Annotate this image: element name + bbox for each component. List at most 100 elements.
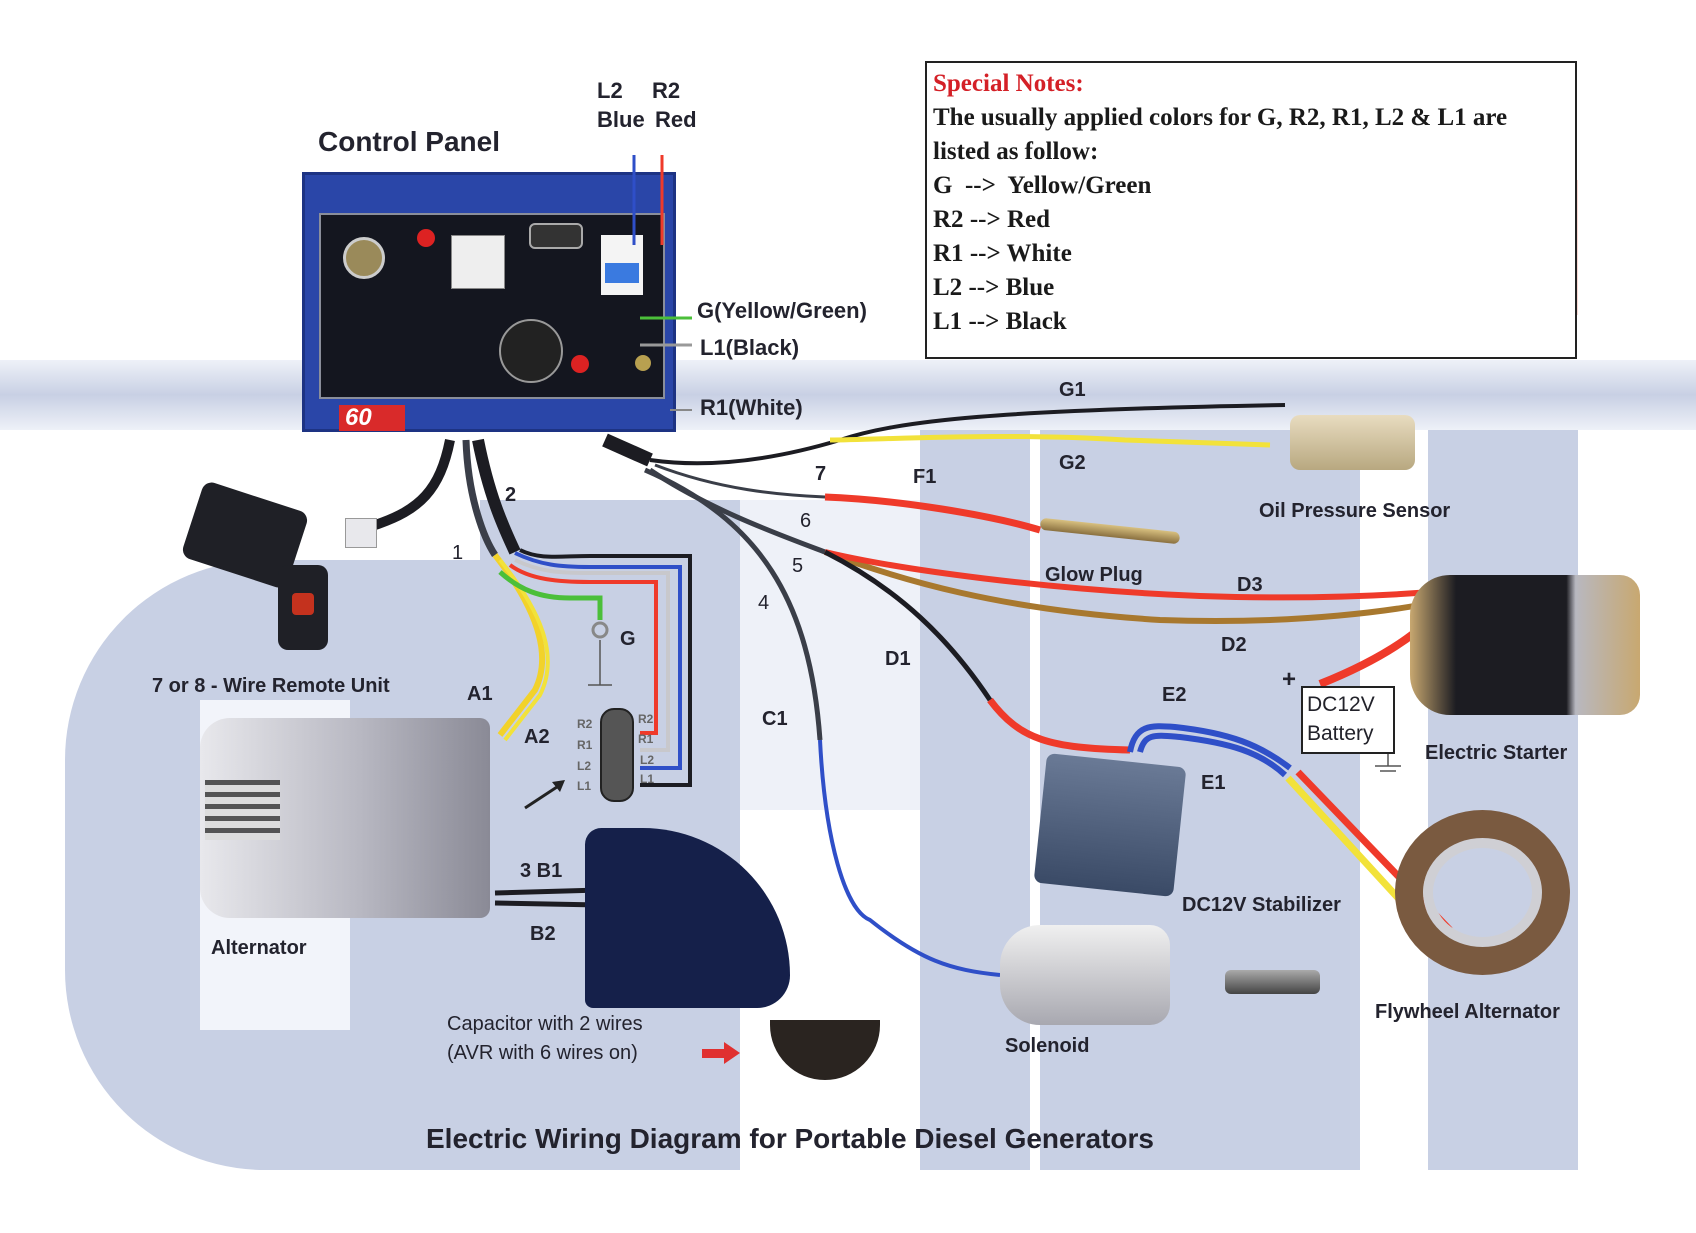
wire-l2-blue (514, 551, 682, 770)
terminal-right-r1: R1 (638, 732, 654, 746)
wire-c1-blue (818, 739, 1001, 977)
starter-switch (343, 237, 385, 279)
red-arrow-body (702, 1049, 724, 1058)
dc12v-stabilizer (1033, 753, 1187, 897)
capacitor-label-1: Capacitor with 2 wires (447, 1013, 643, 1035)
remote-key-fob (278, 565, 328, 650)
g-yellow-green-label: G(Yellow/Green) (697, 298, 867, 323)
wire-b2 (494, 900, 601, 908)
wire-label-5: 5 (792, 555, 804, 577)
pointer-arrow-head (552, 780, 565, 792)
wire-r2-red (508, 563, 658, 735)
battery-label-1: DC12V (1307, 693, 1375, 716)
flywheel-alternator (1395, 810, 1570, 975)
color-row-g: G --> Yellow/Green (933, 172, 1152, 199)
wire-label-b1: 3 B1 (520, 860, 563, 882)
l1-black-label: L1(Black) (700, 335, 800, 360)
wire-f1-red (824, 493, 1042, 534)
breaker (601, 235, 643, 295)
terminal-left-l2: L2 (577, 759, 592, 773)
wire-bundle-1 (462, 439, 498, 557)
wire-e2-blue (1127, 723, 1292, 771)
r1-white-label: R1(White) (700, 395, 803, 420)
alternator-vents (205, 780, 280, 840)
wire-7-g1-black (649, 403, 1286, 466)
color-row-r1: R1 --> White (933, 240, 1072, 267)
wire-label-f1: F1 (913, 466, 937, 488)
electric-starter-label: Electric Starter (1425, 742, 1568, 764)
r2-code-label: R2 (652, 78, 681, 103)
wire-label-d1: D1 (885, 648, 911, 670)
oil-alert-lamp (417, 229, 435, 247)
terminal-left-l1: L1 (577, 779, 592, 793)
electric-starter (1410, 575, 1640, 715)
wire-g2-yellow (829, 433, 1271, 448)
wire-label-d3: D3 (1237, 574, 1263, 596)
wire-label-b2: B2 (530, 923, 556, 945)
special-notes-intro-1: The usually applied colors for G, R2, R1… (933, 104, 1508, 131)
wire-a2-yellow (498, 558, 550, 742)
wire-d1-black (823, 549, 993, 702)
capacitor-label-2: (AVR with 6 wires on) (447, 1042, 638, 1064)
r2-color-label: Red (655, 107, 697, 132)
wire-label-d2: D2 (1221, 634, 1247, 656)
flywheel-alternator-label: Flywheel Alternator (1375, 1001, 1560, 1023)
volt-meter (451, 235, 505, 289)
dc12v-battery: DC12V Battery (1301, 686, 1395, 754)
wire-label-a1: A1 (467, 683, 493, 705)
color-row-l2: L2 --> Blue (933, 274, 1055, 301)
wire-5 (648, 467, 826, 555)
dc-terminal-positive (571, 355, 589, 373)
wire-4-black (644, 467, 823, 741)
terminal-right-l1: L1 (640, 772, 655, 786)
battery-plus-sign: + (1282, 666, 1297, 693)
l2-color-label: Blue (597, 107, 645, 132)
wire-label-a2: A2 (524, 726, 550, 748)
stabilizer-label: DC12V Stabilizer (1182, 894, 1341, 916)
model-badge: 60 (339, 405, 405, 431)
wire-e1-blue (1137, 732, 1288, 778)
wire-remote-harness (373, 439, 455, 530)
control-panel: 60 (302, 172, 676, 432)
ground-ring-terminal (591, 621, 609, 639)
wire-label-1: 1 (452, 542, 464, 564)
color-row-l1: L1 --> Black (933, 308, 1067, 335)
oil-pressure-sensor (1290, 415, 1415, 470)
wire-label-7: 7 (815, 463, 827, 485)
control-panel-label: Control Panel (318, 126, 501, 157)
red-arrow-head (724, 1042, 740, 1064)
wire-harness-right (602, 433, 653, 467)
wire-label-e2: E2 (1162, 684, 1187, 706)
wire-6 (654, 463, 826, 499)
special-notes-heading: Special Notes: (933, 70, 1084, 97)
terminal-left-r1: R1 (577, 738, 593, 752)
wire-l1-black (519, 548, 692, 787)
wire-r1-white (514, 558, 670, 752)
battery-label-2: Battery (1307, 722, 1374, 745)
oil-pressure-sensor-label: Oil Pressure Sensor (1259, 500, 1451, 522)
alternator-label: Alternator (211, 937, 307, 959)
backdrop-band (0, 360, 1696, 430)
backdrop-block (920, 430, 1030, 1170)
diagram-title: Electric Wiring Diagram for Portable Die… (426, 1123, 1154, 1154)
ground-terminal (635, 355, 651, 371)
wire-label-g1: G1 (1059, 379, 1086, 401)
special-notes-box: Special Notes: The usually applied color… (925, 61, 1577, 359)
wire-d2-brown (823, 549, 1446, 624)
color-row-r2: R2 --> Red (933, 206, 1051, 233)
pointer-arrow (524, 783, 561, 810)
wire-label-2: 2 (505, 484, 517, 506)
wire-g-green (498, 570, 603, 620)
ac-outlet (499, 319, 563, 383)
terminal-left-r2: R2 (577, 717, 593, 731)
remote-connector (345, 518, 377, 548)
solenoid-label: Solenoid (1005, 1035, 1090, 1057)
control-panel-face (319, 213, 665, 399)
wire-d1-red (987, 697, 1131, 754)
wire-b1 (494, 887, 601, 896)
solenoid (1000, 925, 1170, 1025)
terminal-right-r2: R2 (638, 712, 654, 726)
terminal-right-l2: L2 (640, 753, 655, 767)
glow-plug-label: Glow Plug (1045, 564, 1143, 586)
